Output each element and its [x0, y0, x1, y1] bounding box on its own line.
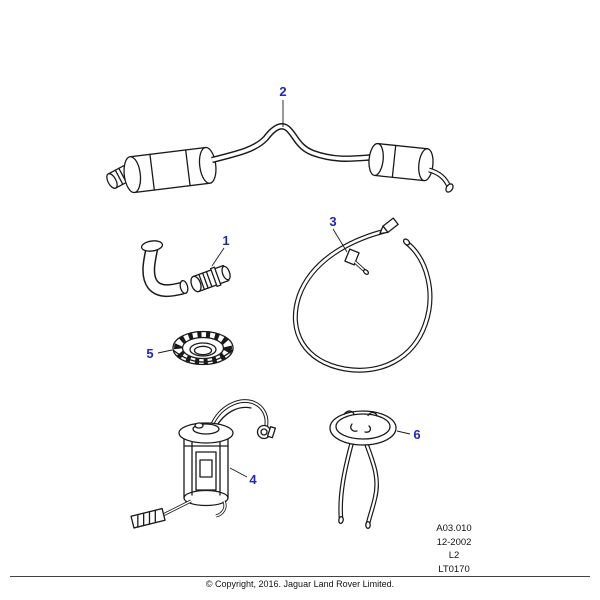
branch-clamp: [344, 248, 360, 266]
copyright-text: © Copyright, 2016. Jaguar Land Rover Lim…: [205, 579, 395, 589]
left-canister: [123, 146, 217, 194]
leader-line-4: [229, 467, 248, 478]
hose-end-fitting: [379, 217, 399, 235]
drawing-number: A03.010: [436, 523, 472, 534]
float: [130, 507, 166, 529]
leader-line-3: [332, 228, 348, 253]
part-5-locking-ring: [172, 330, 234, 366]
callout-1[interactable]: 1: [222, 233, 229, 248]
right-canister: [368, 142, 434, 182]
callouts: 2 1 3 5 4 6: [146, 84, 420, 487]
part-6-seal-and-pipes: [329, 410, 397, 530]
leader-line-1: [211, 247, 225, 267]
connector-tube: [190, 264, 231, 293]
part-3-fuel-hose: [292, 217, 433, 373]
callout-5[interactable]: 5: [146, 346, 153, 361]
callout-3[interactable]: 3: [329, 214, 336, 229]
part-4-fuel-pump-module: [130, 399, 277, 529]
callout-4[interactable]: 4: [249, 472, 257, 487]
part-1-elbow-hose: [140, 240, 231, 298]
sheet-code: LT0170: [438, 563, 470, 575]
leader-line-5: [157, 349, 173, 354]
drawing-info-block: A03.010 12-2002 L2 LT0170: [418, 522, 490, 576]
callout-2[interactable]: 2: [279, 84, 286, 99]
seal-disc: [329, 410, 397, 446]
drawing-date: 12-2002: [436, 536, 472, 548]
callout-6[interactable]: 6: [413, 427, 420, 442]
model-code: L2: [448, 550, 460, 561]
footer-divider: [10, 576, 590, 577]
part-2-vent-pipe-assembly: [106, 123, 454, 194]
leader-line-6: [396, 430, 411, 435]
